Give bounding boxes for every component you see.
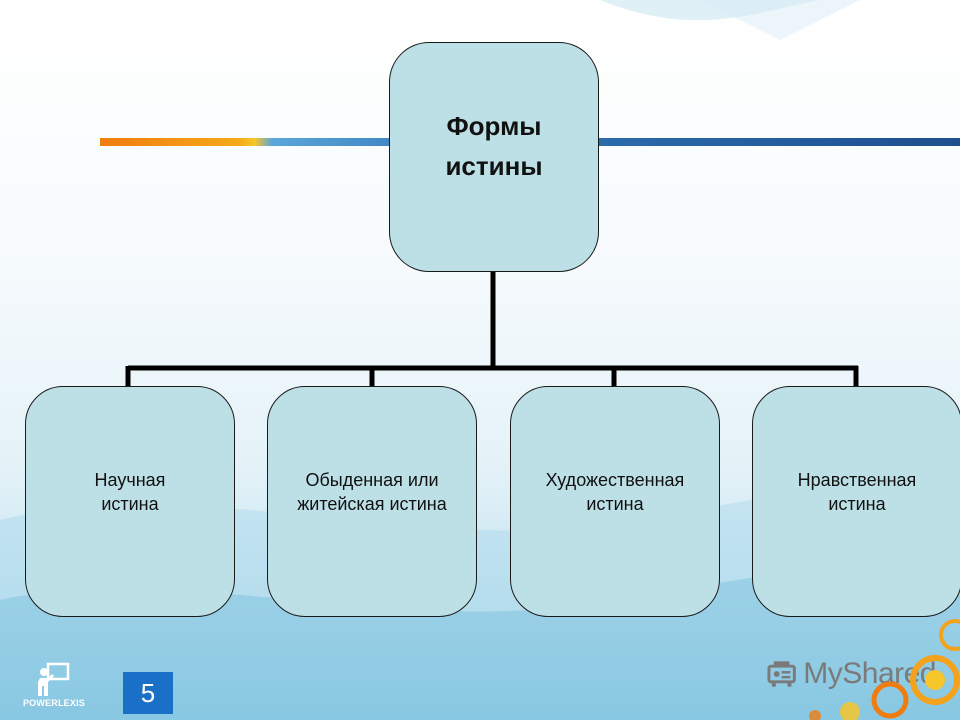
child-node-label: Нравственная истина xyxy=(798,468,917,516)
child-node-label: Научная истина xyxy=(95,468,166,516)
child-node-artistic: Художественная истина xyxy=(510,386,720,617)
powerlexis-logo: POWERLEXIS xyxy=(8,660,100,718)
child-node-scientific: Научная истина xyxy=(25,386,235,617)
child-node-label: Обыденная или житейская истина xyxy=(297,468,447,516)
presenter-icon xyxy=(34,662,74,700)
root-node-label: Формы истины xyxy=(445,106,542,186)
decorative-circles xyxy=(730,580,960,720)
child-node-label: Художественная истина xyxy=(546,468,685,516)
root-node: Формы истины xyxy=(389,42,599,272)
page-number: 5 xyxy=(123,672,173,714)
powerlexis-text: POWERLEXIS xyxy=(8,698,100,708)
child-node-everyday: Обыденная или житейская истина xyxy=(267,386,477,617)
